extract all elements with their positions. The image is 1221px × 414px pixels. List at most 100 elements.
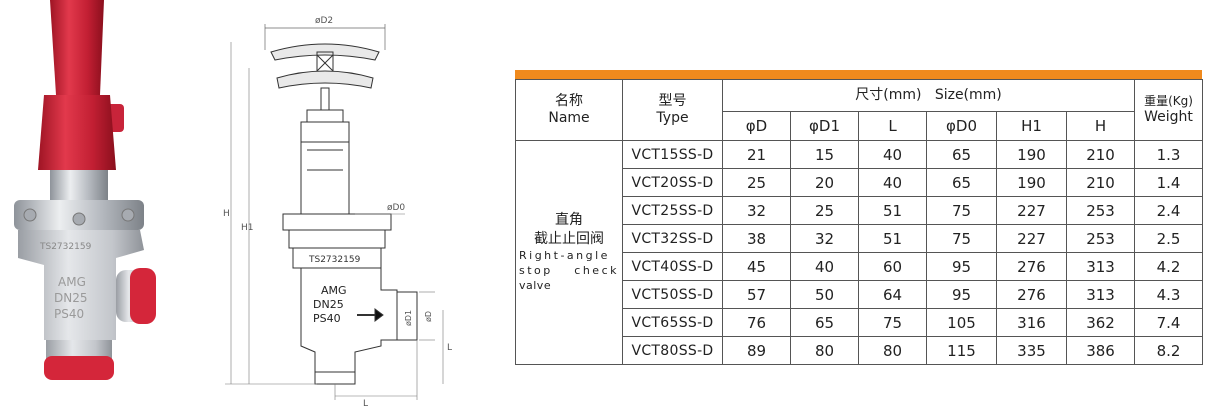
drawing-serial: TS2732159	[308, 255, 361, 265]
body-mark-3: PS40	[54, 307, 84, 321]
h1-cell: 227	[996, 224, 1067, 253]
table-row: VCT65SS-D 76 65 75 105 316 362 7.4	[516, 308, 1204, 337]
d-cell: 76	[722, 308, 791, 337]
dim-d0-label: øD0	[387, 203, 405, 213]
h1-cell: 335	[996, 336, 1067, 365]
col-h: H	[1065, 111, 1136, 141]
h1-cell: 227	[996, 196, 1067, 225]
h-cell: 362	[1065, 308, 1136, 337]
body-mark-2: DN25	[54, 291, 88, 305]
h1-cell: 190	[996, 168, 1067, 197]
d1-cell: 65	[790, 308, 859, 337]
type-cell: VCT25SS-D	[622, 196, 723, 225]
h1-cell: 276	[996, 280, 1067, 309]
d1-cell: 80	[790, 336, 859, 365]
type-cell: VCT20SS-D	[622, 168, 723, 197]
d0-cell: 75	[926, 224, 997, 253]
type-cell: VCT32SS-D	[622, 224, 723, 253]
table-row: VCT20SS-D 25 20 40 65 190 210 1.4	[516, 168, 1204, 197]
d0-cell: 65	[926, 140, 997, 169]
d-cell: 32	[722, 196, 791, 225]
type-cell: VCT65SS-D	[622, 308, 723, 337]
h1-cell: 316	[996, 308, 1067, 337]
dim-l-bottom-label: L	[363, 399, 368, 409]
l-cell: 75	[858, 308, 927, 337]
spec-table-container: 名称 Name 型号 Type 尺寸(mm) Size(mm) 重量(Kg) W…	[515, 70, 1204, 365]
h-cell: 313	[1065, 280, 1136, 309]
d1-cell: 25	[790, 196, 859, 225]
drawing-mark-3: PS40	[313, 312, 341, 325]
dim-d2-label: øD2	[315, 16, 333, 26]
technical-drawing: øD2 øD0 H H1 TS2732159 AMG DN25 PS40 øD1…	[223, 16, 452, 409]
dim-l-side-label: L	[447, 343, 452, 353]
header-size: 尺寸(mm) Size(mm)	[721, 79, 1136, 112]
d1-cell: 32	[790, 224, 859, 253]
header-type: 型号 Type	[622, 79, 723, 141]
h1-cell: 276	[996, 252, 1067, 281]
d0-cell: 105	[926, 308, 997, 337]
valve-photo: TS2732159 AMG DN25 PS40	[14, 0, 156, 380]
d0-cell: 65	[926, 168, 997, 197]
type-cell: VCT15SS-D	[622, 140, 723, 169]
drawing-mark-2: DN25	[313, 298, 344, 311]
weight-cell: 2.4	[1134, 196, 1204, 225]
d1-cell: 40	[790, 252, 859, 281]
type-cell: VCT80SS-D	[622, 336, 723, 365]
header-name: 名称 Name	[515, 79, 623, 141]
weight-cell: 7.4	[1134, 308, 1204, 337]
l-cell: 60	[858, 252, 927, 281]
h-cell: 253	[1065, 224, 1136, 253]
dim-d-label: øD	[424, 311, 433, 322]
d1-cell: 15	[790, 140, 859, 169]
d-cell: 21	[722, 140, 791, 169]
d-cell: 38	[722, 224, 791, 253]
dim-h1-label: H1	[241, 223, 254, 233]
d-cell: 45	[722, 252, 791, 281]
d1-cell: 20	[790, 168, 859, 197]
table-row: VCT80SS-D 89 80 80 115 335 386 8.2	[516, 336, 1204, 365]
body-mark-1: AMG	[58, 275, 86, 289]
col-l: L	[858, 111, 927, 141]
d-cell: 57	[722, 280, 791, 309]
d-cell: 89	[722, 336, 791, 365]
col-d1: φD1	[790, 111, 859, 141]
d0-cell: 115	[926, 336, 997, 365]
drawing-mark-1: AMG	[321, 284, 347, 297]
type-cell: VCT50SS-D	[622, 280, 723, 309]
d0-cell: 95	[926, 252, 997, 281]
col-d: φD	[722, 111, 791, 141]
weight-cell: 1.3	[1134, 140, 1204, 169]
product-name-cell: 直角 截止止回阀 Right-angle stop check valve	[515, 140, 623, 365]
d0-cell: 95	[926, 280, 997, 309]
weight-cell: 2.5	[1134, 224, 1204, 253]
weight-cell: 1.4	[1134, 168, 1204, 197]
accent-bar	[515, 70, 1202, 79]
weight-cell: 4.3	[1134, 280, 1204, 309]
l-cell: 51	[858, 196, 927, 225]
d0-cell: 75	[926, 196, 997, 225]
l-cell: 40	[858, 140, 927, 169]
dim-h-label: H	[223, 209, 230, 219]
header-weight: 重量(Kg) Weight	[1134, 79, 1204, 141]
table-row: VCT50SS-D 57 50 64 95 276 313 4.3	[516, 280, 1204, 309]
d1-cell: 50	[790, 280, 859, 309]
spec-table: 名称 Name 型号 Type 尺寸(mm) Size(mm) 重量(Kg) W…	[515, 79, 1204, 365]
col-h1: H1	[996, 111, 1067, 141]
h-cell: 210	[1065, 168, 1136, 197]
h1-cell: 190	[996, 140, 1067, 169]
h-cell: 386	[1065, 336, 1136, 365]
h-cell: 210	[1065, 140, 1136, 169]
weight-cell: 8.2	[1134, 336, 1204, 365]
col-d0: φD0	[926, 111, 997, 141]
dim-d1-label: øD1	[404, 310, 413, 326]
type-cell: VCT40SS-D	[622, 252, 723, 281]
h-cell: 313	[1065, 252, 1136, 281]
l-cell: 64	[858, 280, 927, 309]
h-cell: 253	[1065, 196, 1136, 225]
body-serial: TS2732159	[39, 242, 92, 252]
l-cell: 80	[858, 336, 927, 365]
weight-cell: 4.2	[1134, 252, 1204, 281]
l-cell: 40	[858, 168, 927, 197]
l-cell: 51	[858, 224, 927, 253]
table-row: 直角 截止止回阀 Right-angle stop check valve VC…	[515, 140, 1204, 365]
